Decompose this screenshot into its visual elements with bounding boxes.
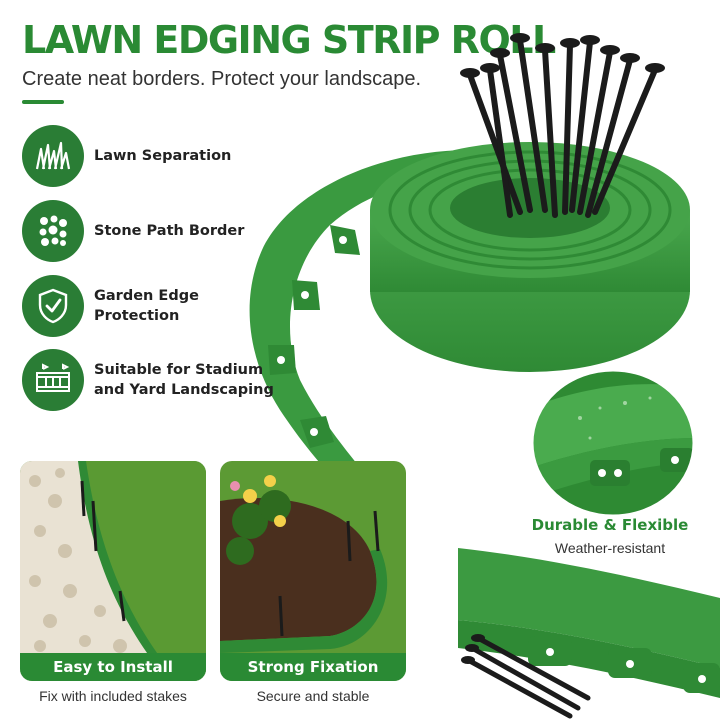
feature-garden-edge: Garden Edge Protection (22, 275, 322, 339)
feature-label: Lawn Separation (94, 148, 232, 164)
easy-install-card: Easy to Install (20, 461, 206, 681)
stadium-icon (22, 349, 84, 411)
durability-zoom-image (530, 368, 696, 518)
feature-label: Garden Edge Protection (94, 288, 199, 324)
grass-icon (22, 125, 84, 187)
stone-path-photo (20, 461, 206, 681)
edging-closeup-image (458, 548, 720, 719)
feature-label: Stone Path Border (94, 223, 245, 239)
feature-lawn-separation: Lawn Separation (22, 125, 322, 189)
card-caption: Fix with included stakes (39, 688, 187, 704)
feature-label: Suitable for Stadium and Yard Landscapin… (94, 362, 274, 398)
strong-fixation-card: Strong Fixation (220, 461, 406, 681)
page-title: LAWN EDGING STRIP ROLL (22, 18, 556, 62)
highlight-subtitle: Weather-resistant (554, 540, 666, 556)
feature-stone-path: Stone Path Border (22, 200, 322, 264)
card-title: Strong Fixation (220, 653, 406, 681)
shield-check-icon (22, 275, 84, 337)
product-roll-image (249, 33, 690, 490)
flower-bed-photo (220, 461, 406, 681)
stones-icon (22, 200, 84, 262)
highlight-title: Durable & Flexible (531, 516, 689, 534)
card-caption: Secure and stable (256, 688, 370, 704)
page-subtitle: Create neat borders. Protect your landsc… (22, 68, 422, 90)
feature-stadium: Suitable for Stadium and Yard Landscapin… (22, 349, 322, 413)
title-underline (22, 100, 64, 104)
card-title: Easy to Install (20, 653, 206, 681)
